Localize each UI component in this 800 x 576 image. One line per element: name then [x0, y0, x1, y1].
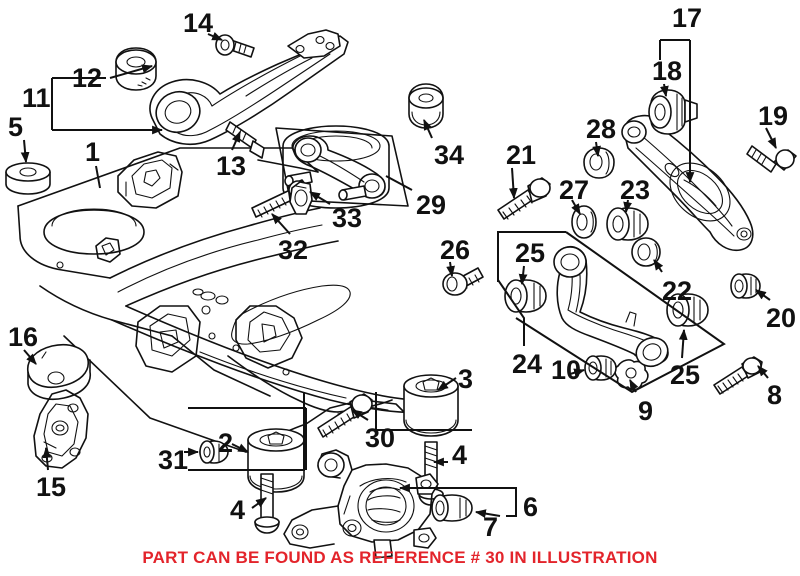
callout-23[interactable]: 23 — [620, 175, 651, 205]
callout-26[interactable]: 26 — [440, 235, 471, 265]
part-rear-subframe — [17, 125, 451, 453]
callout-34[interactable]: 34 — [434, 140, 465, 170]
callout-21[interactable]: 21 — [506, 140, 537, 170]
part-rubber-stop-washer — [5, 162, 51, 195]
callout-12[interactable]: 12 — [72, 63, 103, 93]
callout-14[interactable]: 14 — [183, 8, 214, 38]
part-small-hex-bolt — [442, 267, 484, 296]
callout-8[interactable]: 8 — [767, 380, 783, 410]
footnote-text: PART CAN BE FOUND AS REFERENCE # 30 IN I… — [142, 548, 658, 567]
leader-lines — [20, 32, 777, 518]
part-bushing-sleeve — [584, 355, 617, 381]
part-control-arm-ball-joint — [648, 89, 698, 135]
callout-28[interactable]: 28 — [586, 114, 617, 144]
callout-15[interactable]: 15 — [36, 472, 67, 502]
callout-11[interactable]: 11 — [22, 83, 51, 113]
part-trailing-arm-pivot-bolt — [215, 34, 255, 58]
part-domed-nut — [408, 83, 444, 129]
callout-20[interactable]: 20 — [766, 303, 797, 333]
callout-17[interactable]: 17 — [672, 3, 703, 33]
callout-25[interactable]: 25 — [515, 238, 546, 268]
part-hex-nut — [199, 440, 229, 464]
part-subframe-bushing-front — [403, 374, 459, 437]
part-hex-flange-bolt — [713, 356, 763, 395]
part-control-arm-bushing-right — [666, 293, 709, 327]
part-subframe-mounting-bolt-b — [254, 473, 280, 534]
callout-10[interactable]: 10 — [551, 355, 582, 385]
part-upper-control-arm-assembly — [553, 245, 669, 368]
callout-24[interactable]: 24 — [512, 349, 543, 379]
callout-4[interactable]: 4 — [452, 440, 468, 470]
part-spacer-washer — [571, 205, 597, 239]
callout-9[interactable]: 9 — [638, 396, 654, 426]
part-differential-mount-bracket — [33, 389, 89, 469]
callout-29[interactable]: 29 — [416, 190, 447, 220]
callout-1[interactable]: 1 — [85, 137, 101, 167]
part-bracket-clip — [289, 181, 313, 215]
part-knuckle-bolt — [317, 393, 373, 438]
callout-22[interactable]: 22 — [662, 276, 693, 306]
callout-19[interactable]: 19 — [758, 101, 789, 131]
part-control-arm-bushing-left — [504, 279, 547, 313]
part-differential-mount-cushion — [27, 344, 91, 400]
part-retaining-plate — [614, 359, 649, 391]
part-control-arm-bolt — [746, 145, 797, 173]
part-knuckle-bushing — [431, 494, 473, 522]
part-trailing-arm-bushing — [115, 47, 157, 91]
part-cone-washer — [583, 147, 615, 179]
part-flange-nut — [730, 273, 761, 299]
callout-7[interactable]: 7 — [483, 512, 499, 542]
callout-32[interactable]: 32 — [278, 235, 309, 265]
part-rear-knuckle-assembly — [283, 449, 439, 559]
callout-31[interactable]: 31 — [158, 445, 189, 475]
part-toe-link-assembly — [275, 127, 409, 207]
part-bushing-collar — [606, 207, 649, 241]
callout-5[interactable]: 5 — [8, 112, 24, 142]
callout-3[interactable]: 3 — [458, 364, 474, 394]
callout-6[interactable]: 6 — [523, 492, 539, 522]
callout-16[interactable]: 16 — [8, 322, 39, 352]
callout-25[interactable]: 25 — [670, 360, 701, 390]
callout-2[interactable]: 2 — [218, 428, 234, 458]
callout-4[interactable]: 4 — [230, 495, 246, 525]
part-trailing-arm-assembly — [149, 29, 349, 146]
callout-27[interactable]: 27 — [559, 175, 590, 205]
part-eccentric-adjusting-bolt — [497, 177, 551, 220]
part-washer — [631, 237, 661, 267]
callout-18[interactable]: 18 — [652, 56, 683, 86]
part-subframe-bushing-rear — [247, 428, 305, 493]
callout-33[interactable]: 33 — [332, 203, 363, 233]
callout-13[interactable]: 13 — [216, 151, 247, 181]
callout-30[interactable]: 30 — [365, 423, 396, 453]
